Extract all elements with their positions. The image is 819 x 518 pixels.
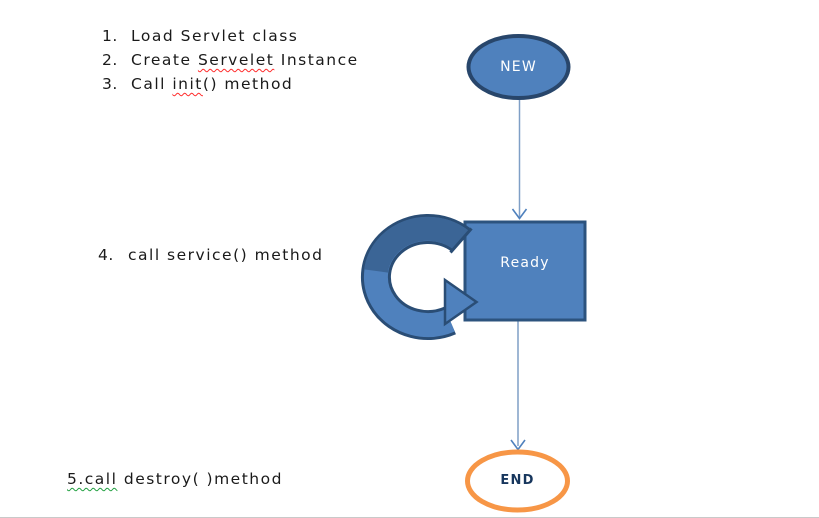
list-item-step4: 4. call service() method bbox=[98, 243, 323, 267]
lifecycle-steps-list: 1. Load Servlet class 2. Create Servelet I… bbox=[102, 24, 359, 96]
step1-number: 1. bbox=[102, 27, 118, 45]
list-item-step2: 2. Create Servelet Instance bbox=[102, 48, 359, 72]
arrowhead-ready-to-end-icon bbox=[510, 439, 526, 451]
step3-text-pre: Call bbox=[131, 75, 173, 93]
loop-arrowhead-icon bbox=[443, 277, 479, 327]
list-item-step1: 1. Load Servlet class bbox=[102, 24, 359, 48]
step4-number: 4. bbox=[98, 246, 114, 264]
node-ready-rect bbox=[463, 220, 587, 322]
step5-grammar-flagged: 5.call bbox=[67, 470, 118, 488]
step1-text: Load Servlet class bbox=[131, 27, 299, 45]
step2-text-pre: Create bbox=[131, 51, 198, 69]
arrowhead-new-to-ready-icon bbox=[511, 208, 528, 220]
step2-number: 2. bbox=[102, 51, 118, 69]
loop-arrow-tail-edge bbox=[449, 227, 473, 254]
node-new-ellipse bbox=[466, 34, 571, 100]
step2-text-post: Instance bbox=[274, 51, 359, 69]
list-item-step3: 3. Call init() method bbox=[102, 72, 359, 96]
step3-text-post: () method bbox=[202, 75, 294, 93]
step2-misspelled-word: Servelet bbox=[197, 51, 275, 69]
step3-number: 3. bbox=[102, 75, 118, 93]
step5-text: destroy( )method bbox=[117, 470, 283, 488]
step4-text: call service() method bbox=[128, 246, 324, 264]
step3-misspelled-word: init bbox=[172, 75, 203, 93]
loop-arrow-band-dark bbox=[364, 216, 469, 274]
list-item-step5: 5.call destroy( )method bbox=[67, 467, 283, 491]
node-end-ellipse bbox=[465, 449, 570, 513]
